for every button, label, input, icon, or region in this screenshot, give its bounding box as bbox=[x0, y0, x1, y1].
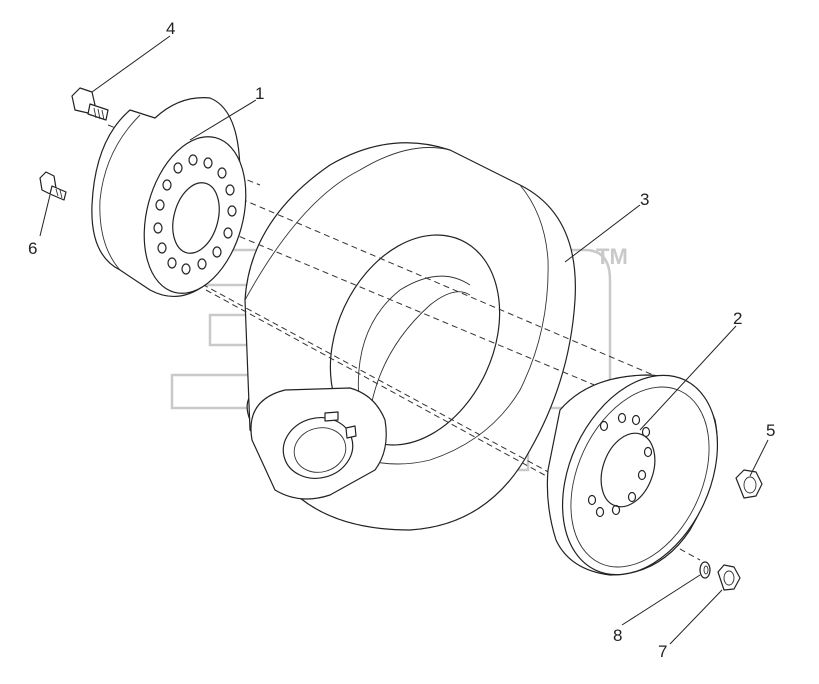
callout-1: 1 bbox=[255, 84, 264, 103]
nut-small bbox=[717, 564, 741, 591]
callout-8: 8 bbox=[613, 626, 622, 645]
bolt-long bbox=[71, 87, 109, 121]
watermark-tm: TM bbox=[596, 244, 628, 269]
callout-7: 7 bbox=[658, 642, 667, 661]
bolt-holes-inner bbox=[153, 154, 237, 275]
nut-large bbox=[735, 469, 763, 499]
callout-2: 2 bbox=[733, 309, 742, 328]
inner-wheel-disc bbox=[91, 97, 247, 297]
callout-4: 4 bbox=[166, 19, 175, 38]
outer-wheel-disc bbox=[546, 374, 719, 576]
bolt-holes-outer bbox=[587, 412, 653, 518]
bolt-short bbox=[39, 171, 67, 201]
callout-6: 6 bbox=[28, 239, 37, 258]
washer bbox=[699, 561, 711, 579]
tire bbox=[244, 142, 576, 531]
callout-3: 3 bbox=[640, 190, 649, 209]
leader-lines bbox=[39, 35, 769, 645]
callout-5: 5 bbox=[766, 421, 775, 440]
